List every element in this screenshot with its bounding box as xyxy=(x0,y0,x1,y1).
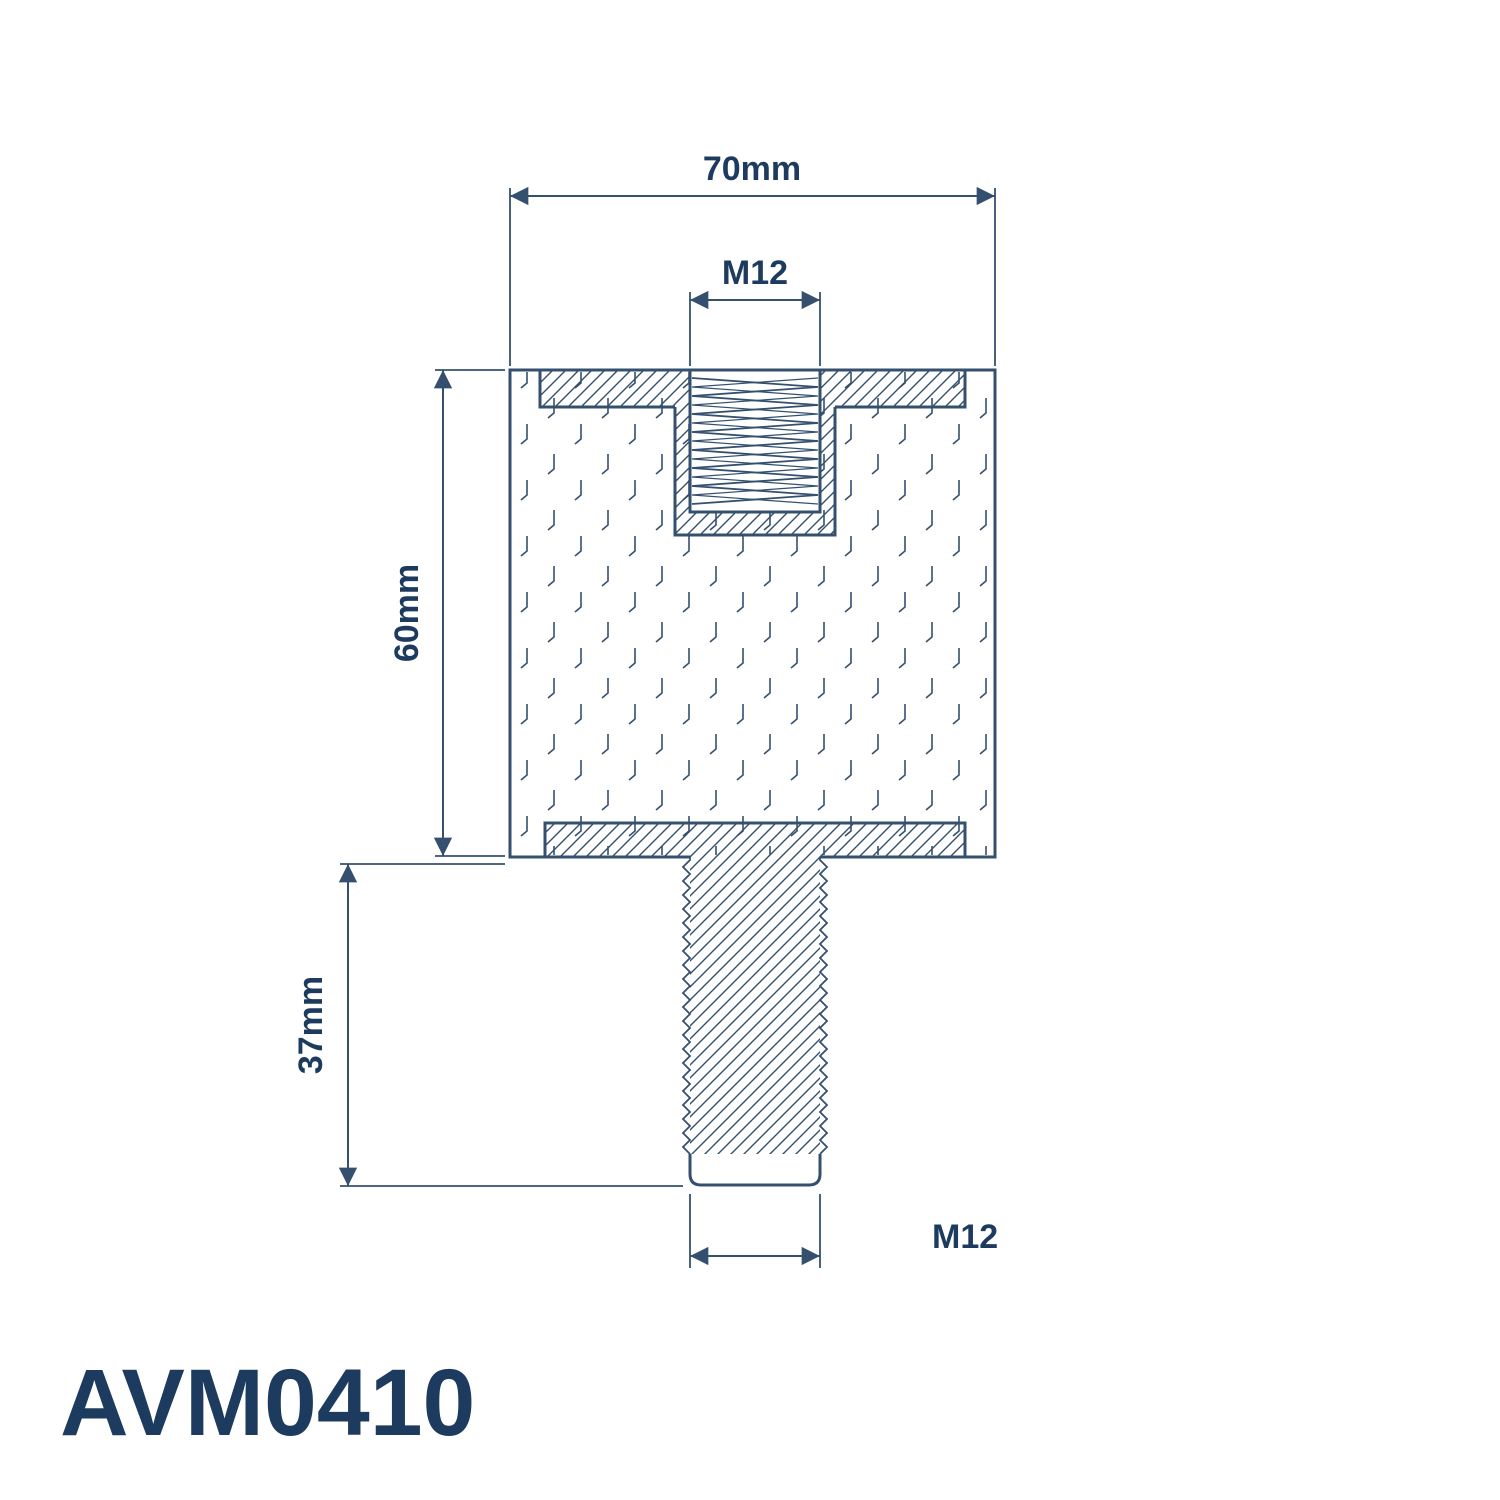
part-body xyxy=(508,368,997,1187)
dim-label-top-thread: M12 xyxy=(722,254,788,292)
stud-thread-right xyxy=(818,857,829,1155)
dim-label-body-height: 60mm xyxy=(388,564,426,662)
part-number: AVM0410 xyxy=(60,1350,475,1456)
top-plate-outline xyxy=(538,370,967,409)
dimension-stud-thread: M12 xyxy=(689,1194,998,1268)
dimension-body-height: 60mm xyxy=(388,369,505,857)
dim-label-stud-thread: M12 xyxy=(932,1218,998,1256)
dimension-overall-width: 70mm xyxy=(509,150,996,366)
stud-hatch xyxy=(690,857,820,1154)
dimension-stud-length: 37mm xyxy=(292,863,683,1187)
bottom-plate-hatch xyxy=(545,823,965,857)
dim-label-overall-width: 70mm xyxy=(703,150,801,188)
dim-label-stud-length: 37mm xyxy=(292,976,330,1074)
body-outline xyxy=(508,368,997,859)
thread-insert-outline xyxy=(673,407,837,537)
threaded-hole-outline xyxy=(688,370,822,514)
stud-thread-left xyxy=(681,857,692,1155)
internal-thread-lines xyxy=(691,377,819,505)
stud-tip xyxy=(688,1154,822,1187)
bottom-plate-outline xyxy=(543,821,967,857)
internal-thread-lines-2 xyxy=(691,377,819,505)
threaded-hole xyxy=(690,370,820,512)
dimension-top-thread: M12 xyxy=(689,254,821,366)
